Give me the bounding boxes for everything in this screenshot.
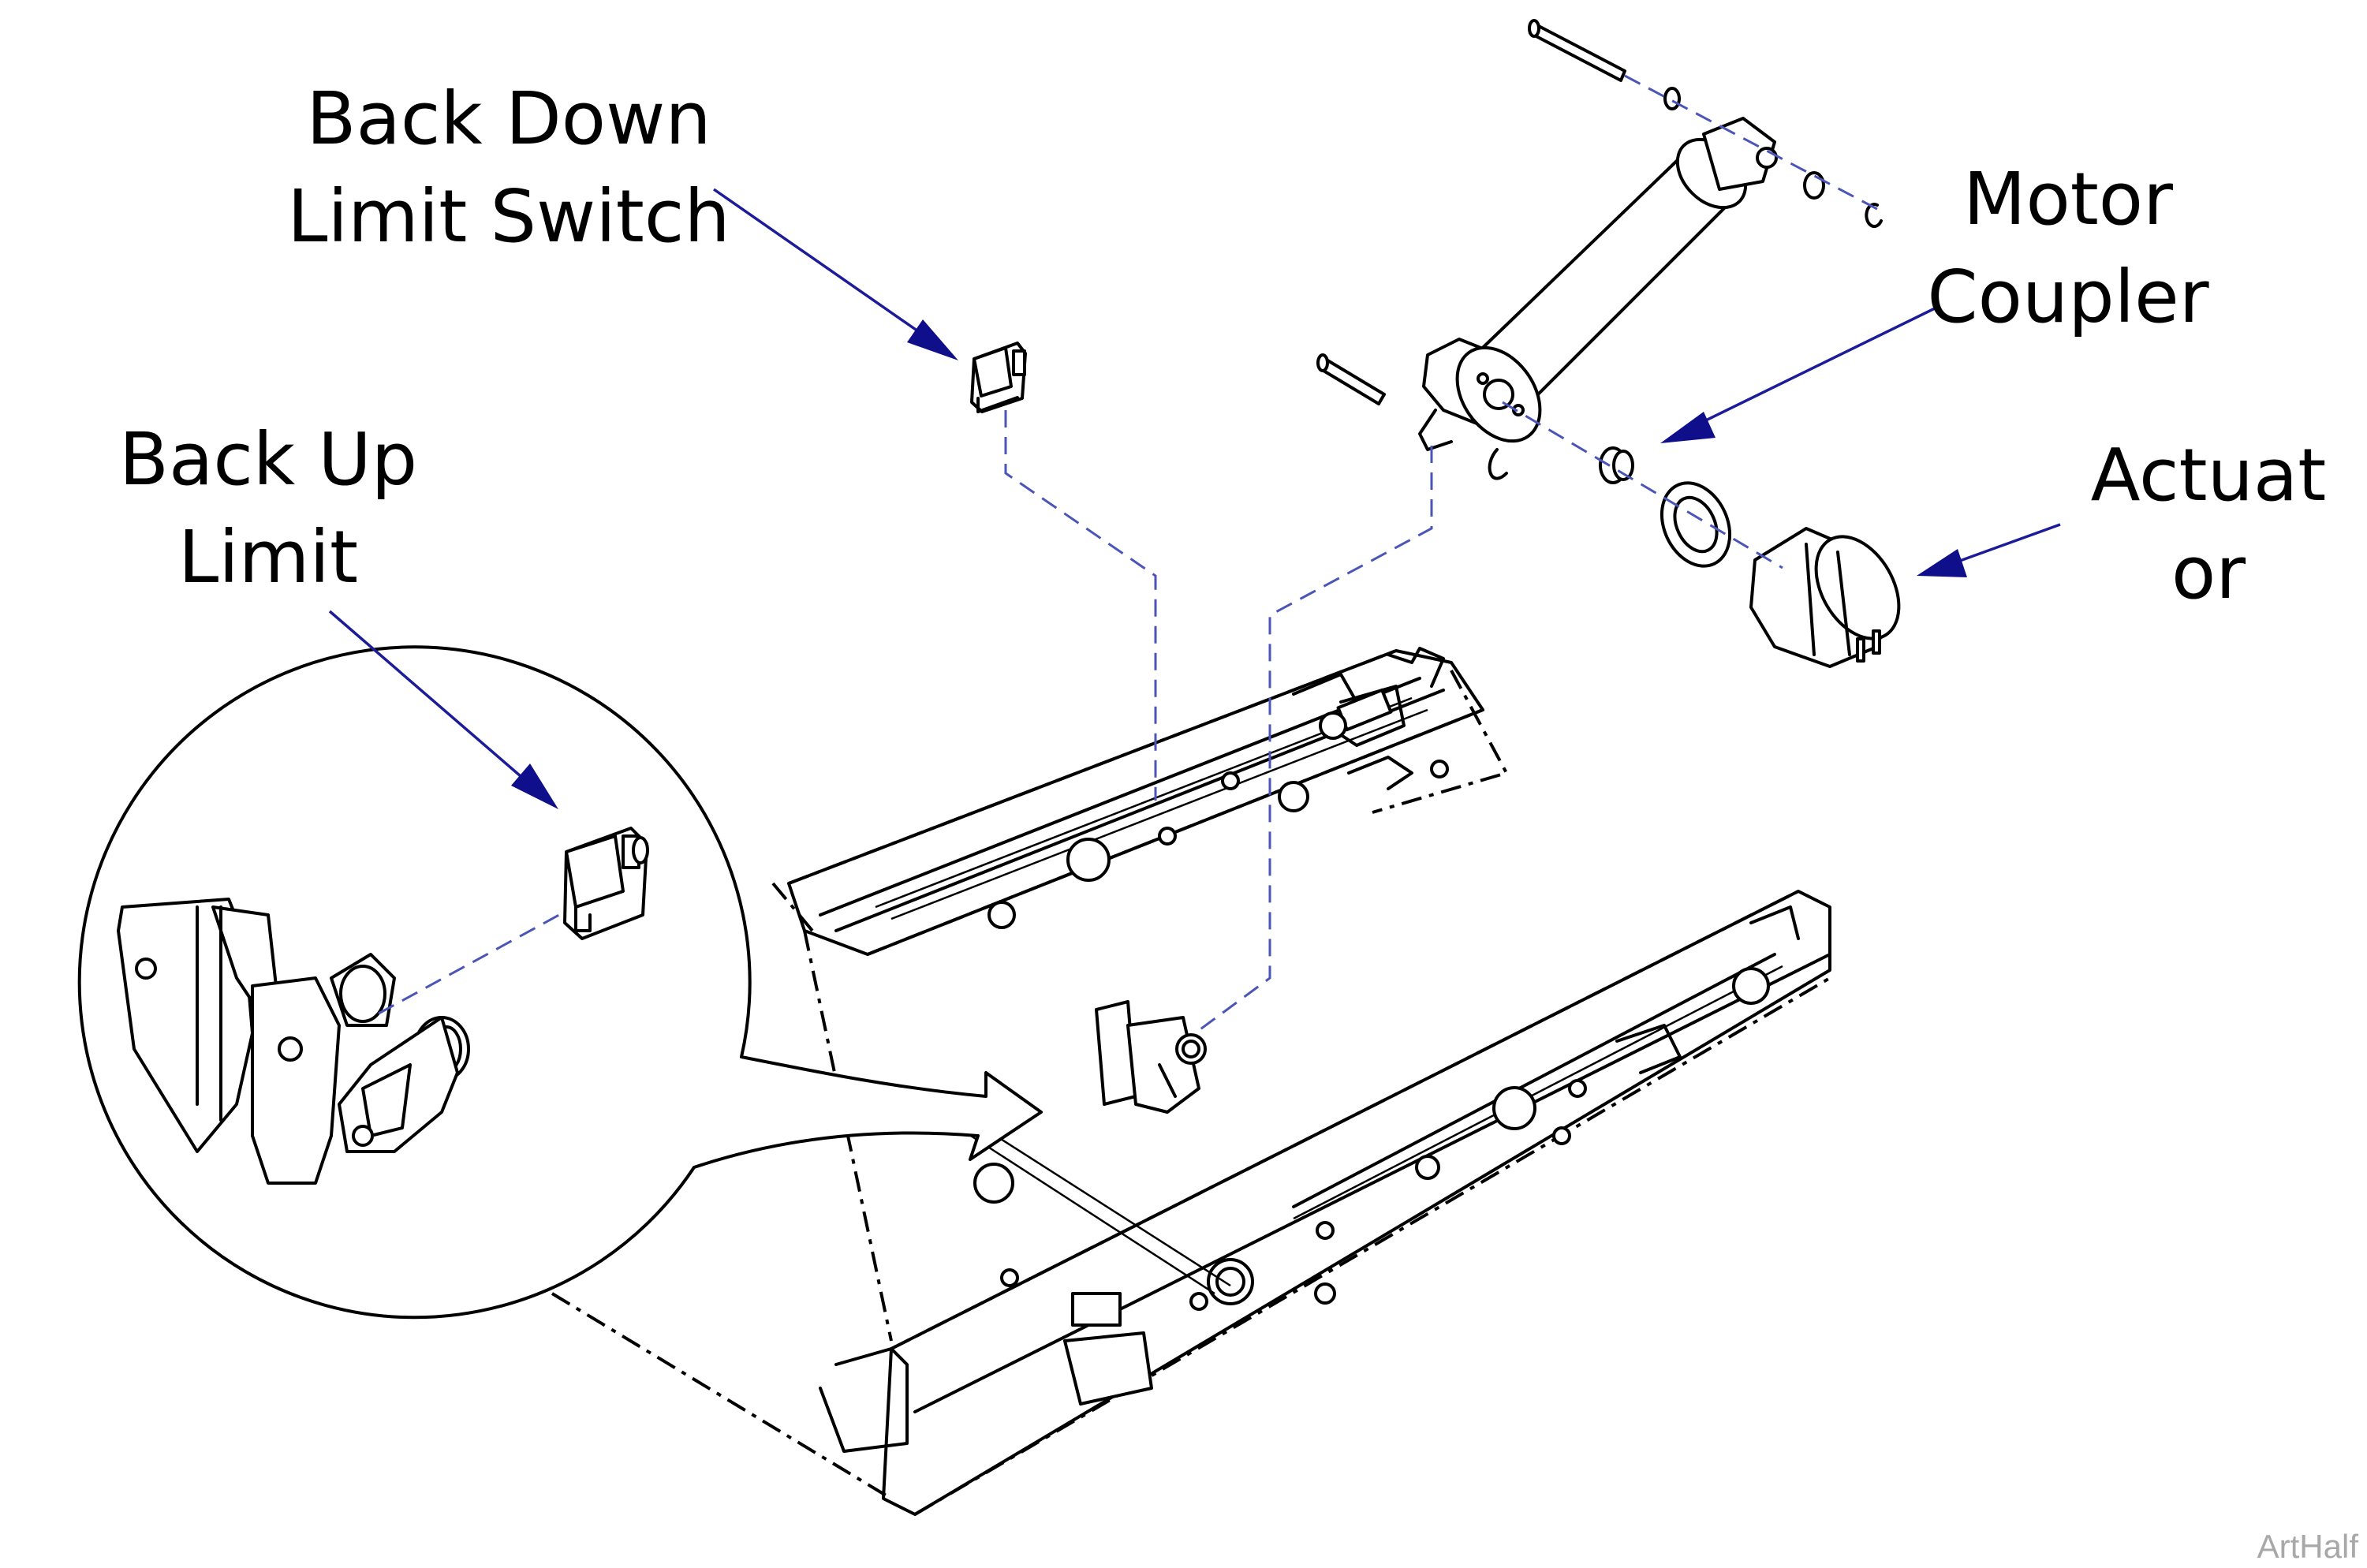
actuator-motor bbox=[1749, 527, 1901, 668]
label-actuator-line1: Actuat bbox=[2091, 433, 2327, 517]
back-down-limit-switch bbox=[970, 342, 1027, 413]
label-back-down-line1: Back Down bbox=[306, 77, 711, 161]
label-back-down-line2: Limit Switch bbox=[287, 174, 730, 259]
leader-motor-coupler bbox=[1660, 306, 1937, 443]
watermark-text: ArtHalf bbox=[2257, 1528, 2359, 1565]
label-back-up-line1: Back Up bbox=[119, 417, 417, 502]
leader-back-down bbox=[713, 188, 958, 360]
leader-back-up bbox=[328, 610, 558, 809]
leader-actuator bbox=[1917, 523, 2061, 577]
label-motor-coupler-line2: Coupler bbox=[1927, 255, 2208, 339]
frame-right-rail bbox=[551, 882, 1831, 1516]
label-back-up-line2: Limit bbox=[178, 515, 358, 599]
motor-coupler bbox=[1599, 446, 1634, 484]
label-actuator-line2: or bbox=[2171, 531, 2246, 615]
label-motor-coupler-line1: Motor bbox=[1963, 157, 2173, 241]
back-up-limit-switch bbox=[563, 827, 649, 940]
detail-bracket bbox=[117, 898, 470, 1185]
gasket-plate bbox=[1660, 481, 1732, 568]
frame-left-rail bbox=[787, 647, 1509, 956]
linear-actuator bbox=[1316, 19, 1883, 480]
back-up-limit-bracket bbox=[1095, 1000, 1207, 1114]
